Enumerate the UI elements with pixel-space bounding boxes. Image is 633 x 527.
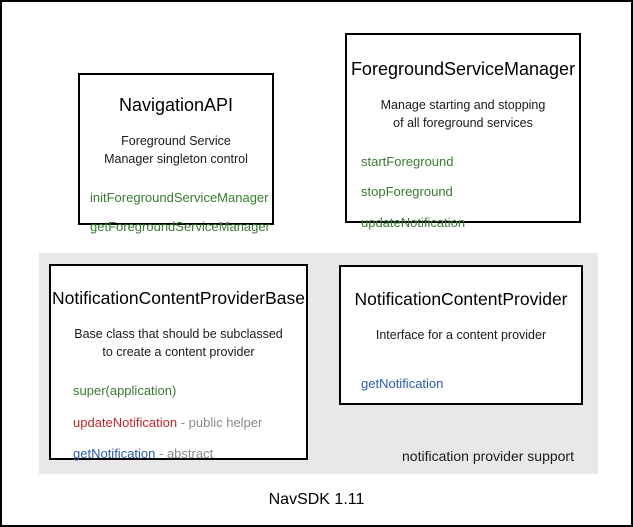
member-name: getNotification: [73, 446, 156, 462]
class-box-navigation-api[interactable]: NavigationAPI Foreground Service Manager…: [78, 73, 274, 234]
member-name: super(application): [73, 383, 177, 399]
class-member[interactable]: updateNotification: [361, 215, 579, 231]
region-label: notification provider support: [402, 448, 574, 464]
class-member[interactable]: stopForeground: [361, 184, 579, 200]
member-note: - public helper: [177, 414, 263, 430]
class-box-notification-content-provider[interactable]: NotificationContentProvider Interface fo…: [339, 265, 583, 405]
class-member[interactable]: initForegroundServiceManager: [90, 190, 272, 206]
member-name: initForegroundServiceManager: [90, 189, 269, 205]
class-member[interactable]: startForeground: [361, 154, 579, 170]
footer-version-label: NavSDK 1.11: [268, 491, 365, 508]
class-description: Base class that should be subclassed to …: [51, 325, 306, 361]
member-name: updateNotification: [73, 414, 178, 430]
member-name: updateNotification: [361, 215, 466, 231]
class-title: ForegroundServiceManager: [350, 59, 576, 79]
class-member-list: getNotification: [341, 376, 581, 392]
class-description-line: Foreground Service: [121, 133, 231, 148]
class-box-foreground-service-manager[interactable]: ForegroundServiceManager Manage starting…: [345, 33, 581, 230]
member-name: startForeground: [361, 153, 454, 169]
class-member[interactable]: getForegroundServiceManager: [90, 219, 272, 235]
class-description-line: of all foreground services: [393, 115, 533, 130]
class-description: Interface for a content provider: [341, 326, 581, 344]
class-title: NotificationContentProvider: [354, 289, 568, 309]
member-note: - abstract: [155, 446, 214, 462]
member-name: stopForeground: [361, 184, 453, 200]
class-description-line: to create a content provider: [102, 345, 255, 360]
class-member[interactable]: getNotification - abstract: [73, 446, 306, 462]
class-member[interactable]: super(application): [73, 383, 306, 399]
class-member-list: initForegroundServiceManager getForegrou…: [80, 190, 272, 235]
member-name: getNotification: [361, 376, 444, 392]
class-member-list: super(application) updateNotification - …: [51, 383, 306, 462]
class-description-line: Manager singleton control: [104, 151, 248, 166]
class-member[interactable]: updateNotification - public helper: [73, 415, 306, 431]
class-description-line: Manage starting and stopping: [380, 97, 546, 112]
class-description: Manage starting and stopping of all fore…: [347, 96, 579, 132]
class-title: NotificationContentProviderBase: [52, 288, 305, 308]
class-description-line: Base class that should be subclassed: [74, 327, 283, 341]
class-description: Foreground Service Manager singleton con…: [80, 132, 272, 168]
class-box-notification-content-provider-base[interactable]: NotificationContentProviderBase Base cla…: [49, 264, 308, 462]
class-member-list: startForeground stopForeground updateNot…: [347, 154, 579, 231]
member-name: getForegroundServiceManager: [90, 219, 270, 235]
class-title: NavigationAPI: [118, 95, 234, 115]
class-description-line: Interface for a content provider: [375, 328, 547, 342]
class-member[interactable]: getNotification: [361, 376, 581, 392]
